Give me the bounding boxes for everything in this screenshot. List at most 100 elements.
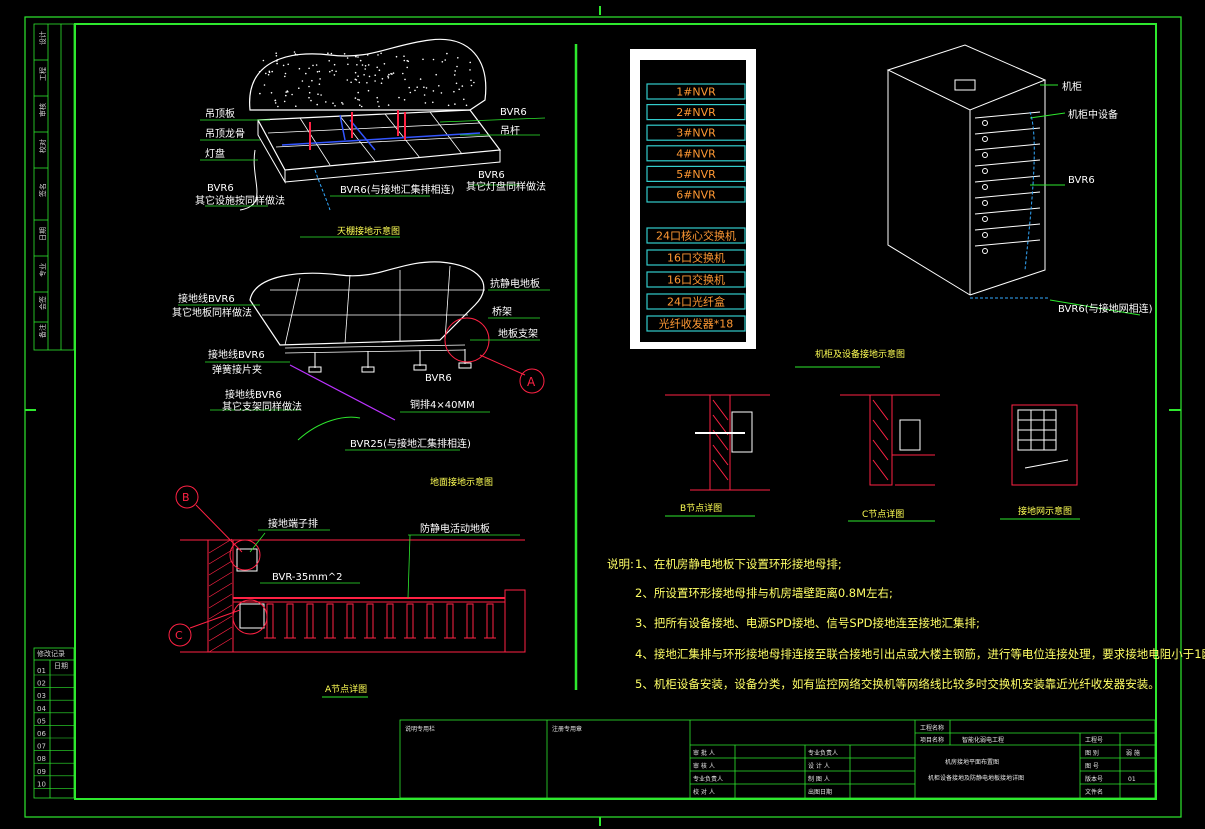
- label-antistatic: 抗静电地板: [490, 277, 540, 290]
- speckle: [295, 105, 297, 107]
- speckle: [277, 105, 279, 108]
- floor-pedestal: [486, 603, 494, 639]
- floor-pedestal: [466, 603, 474, 639]
- label-terminal: 接地端子排: [268, 517, 318, 530]
- speckle: [364, 65, 367, 67]
- speckle: [404, 78, 406, 81]
- revision-number: 04: [37, 705, 46, 713]
- floor-pedestal: [446, 603, 454, 639]
- floor-pedestal: [346, 603, 354, 639]
- small-detail-c: [840, 394, 940, 486]
- tb-role-2: 专业负责人: [693, 775, 723, 783]
- cabinet-unit: [974, 111, 1041, 119]
- rack-slot-label: 5#NVR: [676, 168, 716, 181]
- speckle: [274, 102, 277, 104]
- speckle: [275, 55, 278, 57]
- speckle: [461, 85, 464, 87]
- rack-slot: [646, 145, 746, 162]
- tb-right-0: 图 别: [1085, 749, 1099, 757]
- speckle: [311, 79, 313, 82]
- speckle: [368, 75, 371, 78]
- hatch-line: [208, 593, 233, 609]
- label-cabinet-bvr6-bottom: BVR6(与接地网相连): [1058, 302, 1153, 315]
- small-detail-grid: [1011, 404, 1078, 486]
- speckle: [354, 78, 357, 81]
- small-detail-b: [665, 394, 770, 491]
- tb-right-value-0: 弱 施: [1126, 749, 1140, 757]
- speckle: [387, 104, 390, 106]
- speckle: [387, 77, 390, 79]
- speckle: [325, 101, 327, 103]
- hatch-line: [208, 615, 233, 631]
- rack-slot: [646, 293, 746, 310]
- cabinet-detail: [886, 44, 1141, 316]
- speckle: [333, 74, 336, 76]
- cabinet-unit-knob: [982, 152, 988, 158]
- speckle: [376, 66, 379, 69]
- speckle: [331, 69, 333, 72]
- rack-slot-label: 24口核心交换机: [656, 229, 736, 243]
- revision-number: 07: [37, 743, 46, 751]
- speckle: [402, 72, 404, 75]
- speckle: [403, 99, 406, 101]
- speckle: [286, 90, 289, 92]
- speckle: [469, 69, 471, 71]
- left-strip: [33, 23, 75, 799]
- rack-slot-label: 6#NVR: [676, 189, 716, 202]
- speckle: [298, 67, 301, 70]
- label-bvr6-right-note: 其它灯盘同样做法: [466, 180, 546, 193]
- speckle: [441, 61, 444, 63]
- rack-slot-label: 1#NVR: [676, 86, 716, 99]
- note-4: 4、接地汇集排与环形接地母排连接至联合接地引出点或大楼主钢筋，进行等电位连接处理…: [635, 647, 1205, 661]
- label-bvr35: BVR-35mm^2: [272, 572, 343, 583]
- speckle: [473, 81, 475, 84]
- speckle: [367, 89, 370, 92]
- speckle: [377, 54, 379, 56]
- note-2: 2、所设置环形接地母排与机房墙壁距离0.8M左右;: [635, 586, 893, 600]
- speckle: [366, 82, 368, 84]
- label-ground-wire3: 接地线BVR6: [225, 388, 282, 401]
- speckle: [270, 92, 273, 94]
- outer-frame: [24, 16, 1182, 818]
- hatch-line: [208, 560, 233, 576]
- speckle: [347, 63, 349, 66]
- speckle: [455, 82, 458, 85]
- speckle: [469, 61, 472, 64]
- tb-role2-3: 出图日期: [808, 788, 832, 796]
- speckle: [330, 52, 333, 55]
- floor-pedestal: [326, 603, 334, 639]
- tb-drawing-title-1: 机房接地平面布置图: [945, 758, 999, 766]
- speckle: [432, 101, 434, 104]
- label-bvr6-left-note: 其它设施按同样做法: [195, 194, 285, 207]
- tb-project-no: 工程号: [1085, 736, 1103, 744]
- rack-slot-label: 24口光纤盒: [667, 295, 725, 309]
- cabinet-unit: [974, 207, 1041, 215]
- speckle: [318, 70, 321, 73]
- cabinet-unit: [974, 159, 1041, 167]
- speckle: [392, 72, 395, 74]
- grid-caption: 接地网示意图: [1018, 505, 1072, 517]
- speckle: [354, 71, 357, 74]
- speckle: [265, 72, 267, 75]
- rack-slot: [646, 83, 746, 100]
- rack-slot: [646, 165, 746, 182]
- speckle: [363, 74, 365, 76]
- speckle: [377, 101, 379, 103]
- floor-pedestal: [406, 603, 414, 639]
- speckle: [305, 72, 307, 75]
- label-ceiling-panel: 吊顶板: [205, 107, 235, 120]
- speckle: [271, 70, 274, 73]
- speckle: [403, 59, 406, 62]
- speckle: [380, 82, 383, 84]
- floor-pedestal: [386, 603, 394, 639]
- speckle: [403, 55, 405, 57]
- rack-slot: [646, 103, 746, 121]
- speckle: [293, 51, 296, 53]
- speckle: [341, 101, 343, 104]
- speckle: [327, 52, 329, 54]
- c-caption: C节点详图: [862, 508, 904, 520]
- floor-pedestal: [426, 603, 434, 639]
- revision-number: 01: [37, 667, 46, 675]
- node-a-caption: A节点详图: [325, 683, 367, 695]
- strip-label-2: 审核: [38, 103, 47, 117]
